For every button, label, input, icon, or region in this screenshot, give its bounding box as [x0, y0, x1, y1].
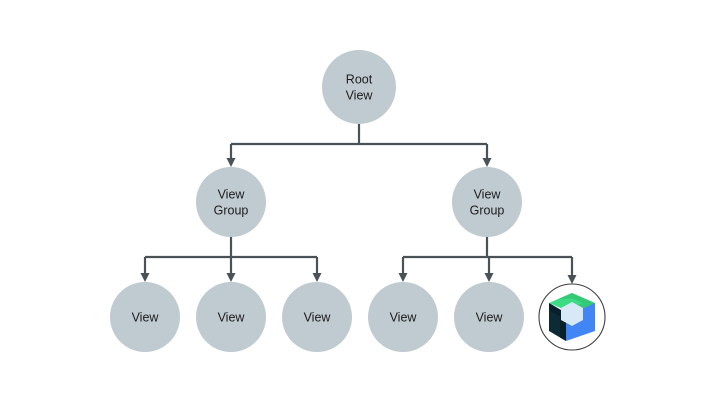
node-view-leaf-2-circle[interactable]	[196, 282, 266, 352]
arrow-head-viewgroup-left	[226, 158, 236, 167]
edge-group-root	[226, 124, 492, 167]
node-root-view[interactable]: Root View	[322, 50, 396, 124]
arrow-head-viewgroup-right	[482, 158, 492, 167]
node-view-leaf-4[interactable]: View	[368, 282, 438, 352]
arrow-head-compose	[567, 275, 577, 284]
node-compose[interactable]	[538, 283, 606, 351]
edge-group-right	[398, 237, 577, 284]
node-view-leaf-5-circle[interactable]	[454, 282, 524, 352]
compose-logo-top-face-shade	[557, 293, 595, 313]
node-view-leaf-4-circle[interactable]	[368, 282, 438, 352]
arrow-head-leaf-3	[312, 273, 322, 282]
node-view-group-right[interactable]: View Group	[452, 167, 522, 237]
node-view-leaf-3-circle[interactable]	[282, 282, 352, 352]
arrow-head-leaf-2	[226, 273, 236, 282]
jetpack-compose-logo-icon	[549, 293, 595, 341]
node-view-group-left-circle[interactable]	[196, 167, 266, 237]
node-root-view-circle[interactable]	[322, 50, 396, 124]
node-view-leaf-2[interactable]: View	[196, 282, 266, 352]
compose-logo-center-hex	[561, 302, 583, 326]
node-view-group-right-circle[interactable]	[452, 167, 522, 237]
arrow-head-leaf-1	[140, 273, 150, 282]
node-view-leaf-3[interactable]: View	[282, 282, 352, 352]
node-view-leaf-5[interactable]: View	[454, 282, 524, 352]
node-view-leaf-1[interactable]: View	[110, 282, 180, 352]
node-view-leaf-1-circle[interactable]	[110, 282, 180, 352]
node-view-group-left[interactable]: View Group	[196, 167, 266, 237]
arrow-head-leaf-5	[484, 273, 494, 282]
arrow-head-leaf-4	[398, 273, 408, 282]
edge-group-left	[140, 237, 322, 282]
